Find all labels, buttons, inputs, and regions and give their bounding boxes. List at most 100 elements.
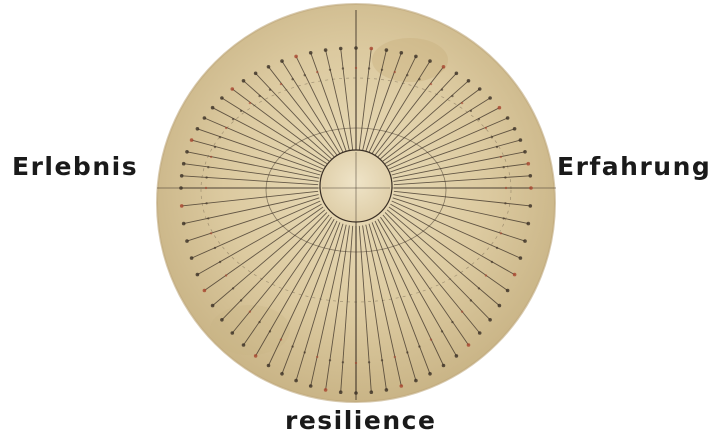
ray-mid-mark [304,351,306,353]
ray-end-mark [467,79,471,83]
ray-mid-mark [205,176,207,178]
ray-end-mark [513,273,517,277]
ray-end-mark [455,72,459,76]
ray-end-mark [294,55,298,59]
ray-mid-mark [478,118,480,120]
ray-end-mark [385,388,389,392]
ray-end-mark [400,384,404,388]
ray-end-mark [354,46,358,50]
ray-end-mark [527,222,531,226]
ray-end-mark [414,379,418,383]
ray-end-mark [513,127,517,131]
ray-mid-mark [207,166,209,168]
ray-end-mark [478,87,482,91]
ray-mid-mark [280,83,282,85]
ray-mid-mark [441,330,443,332]
ray-mid-mark [269,89,271,91]
ray-mid-mark [355,67,357,69]
ray-end-mark [254,354,258,358]
ray-mid-mark [258,321,260,323]
ray-end-mark [280,59,284,63]
ray-mid-mark [394,356,396,358]
ray-end-mark [309,384,313,388]
ray-end-mark [211,106,215,110]
ray-mid-mark [500,232,502,234]
ray-mid-mark [496,247,498,249]
ray-mid-mark [485,274,487,276]
ray-mid-mark [406,74,408,76]
ray-end-mark [254,72,258,76]
ray-mid-mark [470,110,472,112]
ray-mid-mark [504,176,506,178]
ray-end-mark [354,391,358,395]
ray-end-mark [196,273,200,277]
ray-end-mark [185,150,189,154]
ray-mid-mark [451,321,453,323]
ray-end-mark [385,48,389,52]
ray-end-mark [220,96,224,100]
ray-end-mark [400,51,404,55]
ray-mid-mark [210,232,212,234]
ray-mid-mark [451,95,453,97]
ray-end-mark [442,65,446,69]
ray-end-mark [339,47,343,51]
ray-end-mark [506,116,510,120]
ray-mid-mark [304,74,306,76]
ray-end-mark [442,364,446,368]
ray-mid-mark [280,338,282,340]
ray-mid-mark [225,127,227,129]
ray-end-mark [294,379,298,383]
ray-mid-mark [485,127,487,129]
ray-mid-mark [491,136,493,138]
ray-end-mark [523,150,527,154]
ray-end-mark [190,138,194,142]
ray-end-mark [231,87,235,91]
ray-mid-mark [214,247,216,249]
ray-mid-mark [491,261,493,263]
ray-end-mark [190,256,194,260]
ray-mid-mark [430,83,432,85]
ray-mid-mark [205,187,207,189]
ray-mid-mark [219,136,221,138]
ray-end-mark [339,390,343,394]
ray-mid-mark [342,361,344,363]
ray-mid-mark [316,356,318,358]
ray-mid-mark [291,345,293,347]
ray-end-mark [455,354,459,358]
ray-end-mark [242,79,246,83]
ray-end-mark [267,65,271,69]
ray-end-mark [467,343,471,347]
ray-mid-mark [418,78,420,80]
ray-end-mark [428,59,432,63]
ray-mid-mark [207,217,209,219]
ray-mid-mark [232,287,234,289]
ray-end-mark [529,186,533,190]
ray-mid-mark [503,166,505,168]
ray-end-mark [280,372,284,376]
ray-end-mark [203,289,207,293]
ray-mid-mark [368,67,370,69]
ray-mid-mark [441,89,443,91]
ray-end-mark [203,116,207,120]
ray-mid-mark [249,102,251,104]
ray-end-mark [180,204,184,208]
ray-end-mark [231,331,235,335]
ray-mid-mark [240,299,242,301]
ray-end-mark [370,47,374,51]
ray-end-mark [498,304,502,308]
ray-mid-mark [394,71,396,73]
ray-end-mark [196,127,200,131]
ray-mid-mark [500,156,502,158]
ray-mid-mark [355,362,357,364]
ray-end-mark [182,162,186,166]
ray-end-mark [529,204,533,208]
ray-mid-mark [430,338,432,340]
ray-end-mark [519,138,523,142]
ray-end-mark [529,174,533,178]
ray-end-mark [309,51,313,55]
ray-mid-mark [461,102,463,104]
ray-end-mark [211,304,215,308]
ray-end-mark [267,364,271,368]
ray-end-mark [324,388,328,392]
